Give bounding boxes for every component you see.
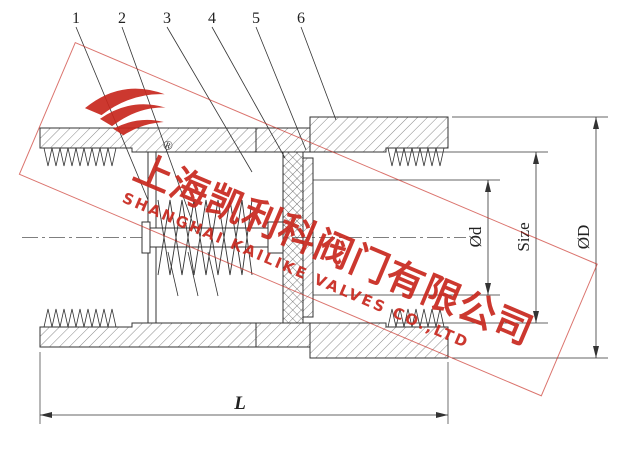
callout-label-3: 3 xyxy=(163,10,171,27)
leader-line-3 xyxy=(166,26,253,173)
valve-internals xyxy=(141,151,314,324)
spring-coil-back xyxy=(157,199,253,276)
arrowhead xyxy=(485,180,491,192)
outlet-cap-section xyxy=(309,116,500,359)
valve-disc xyxy=(282,151,304,324)
left-body-bottom-wall xyxy=(39,322,257,348)
dim-length: L xyxy=(39,352,449,424)
stem-end-cap xyxy=(141,221,151,254)
dim-inner-diameter: Ød xyxy=(466,180,491,295)
guide-rib xyxy=(167,251,179,297)
spring-coil-front xyxy=(157,199,253,276)
junction-bottom xyxy=(255,322,311,348)
leader-line-1 xyxy=(75,26,149,201)
guide-rib xyxy=(207,251,219,297)
callout-label-6: 6 xyxy=(297,10,305,27)
arrowhead xyxy=(436,412,448,418)
dim-outer-diameter: ØD xyxy=(452,116,608,359)
dim-label-outer-diameter: ØD xyxy=(574,225,593,250)
arrowhead xyxy=(533,152,539,164)
seat-gasket xyxy=(302,157,314,318)
arrowhead xyxy=(593,346,599,358)
callouts: 1 2 3 4 5 6 xyxy=(72,10,337,233)
arrowhead xyxy=(593,117,599,129)
callout-label-4: 4 xyxy=(208,10,216,27)
stem xyxy=(149,227,271,248)
cap-bottom-wall xyxy=(309,322,449,359)
arrowhead xyxy=(533,311,539,323)
leader-line-4 xyxy=(211,26,286,159)
inlet-thread-lines-bottom xyxy=(43,308,117,328)
guide-rib xyxy=(187,251,199,297)
cap-top-wall xyxy=(309,116,449,153)
dim-size: Size xyxy=(395,151,548,324)
callout-label-2: 2 xyxy=(118,10,126,27)
callout-label-1: 1 xyxy=(72,10,80,27)
inlet-thread-lines-top xyxy=(43,147,117,167)
body-junction xyxy=(255,127,311,348)
outlet-thread-lines-bottom xyxy=(387,308,445,328)
left-body-top-wall xyxy=(39,127,257,153)
arrowhead xyxy=(485,283,491,295)
dim-label-inner-diameter: Ød xyxy=(466,226,485,247)
callout-label-5: 5 xyxy=(252,10,260,27)
disc-hub xyxy=(267,221,284,254)
dim-label-size: Size xyxy=(514,222,533,251)
dim-label-length: L xyxy=(233,393,246,414)
outlet-thread-lines-top xyxy=(387,147,445,167)
arrowhead xyxy=(40,412,52,418)
leader-line-6 xyxy=(300,26,337,121)
leader-line-5 xyxy=(255,26,307,151)
